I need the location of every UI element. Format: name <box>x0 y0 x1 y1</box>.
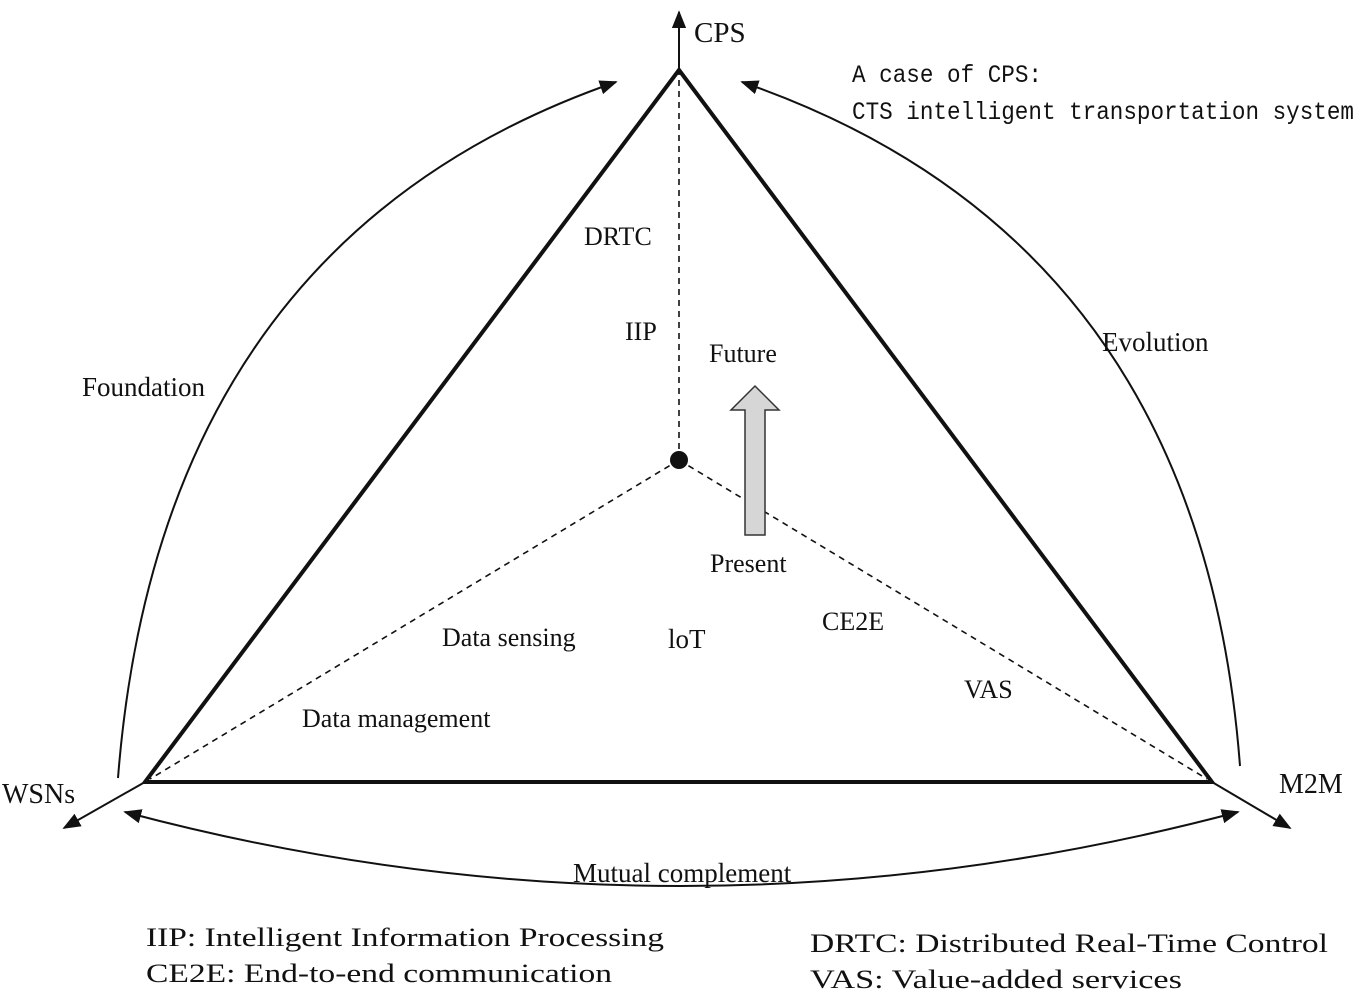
dashed-line-to-m2m <box>678 459 1208 780</box>
m2m-axis-arrow <box>1211 781 1292 829</box>
vas-label: VAS <box>964 675 1013 704</box>
case-note-line-2: CTS intelligent transportation system <box>852 98 1354 127</box>
mutual-complement-arc <box>123 809 1240 887</box>
data-management-label: Data management <box>302 704 491 733</box>
dashed-line-to-wsns <box>149 459 680 780</box>
present-label: Present <box>710 549 787 578</box>
legend-ce2e: CE2E: End-to-end communication <box>146 959 612 988</box>
mutual-complement-label: Mutual complement <box>573 858 792 888</box>
future-label: Future <box>709 339 777 368</box>
vertex-label-m2m: M2M <box>1279 769 1343 800</box>
vertex-label-wsns: WSNs <box>2 779 75 810</box>
wsns-axis-arrow <box>62 781 146 829</box>
drtc-label: DRTC <box>584 222 652 251</box>
foundation-label: Foundation <box>82 372 206 402</box>
legend-vas: VAS: Value-added services <box>810 965 1182 992</box>
foundation-arc <box>117 80 618 779</box>
evolution-label: Evolution <box>1102 327 1209 357</box>
present-to-future-arrow <box>729 384 781 536</box>
legend-drtc: DRTC: Distributed Real-Time Control <box>810 929 1328 958</box>
evolution-arc <box>740 80 1241 767</box>
center-point <box>670 451 688 469</box>
legend-iip: IIP: Intelligent Information Processing <box>146 923 664 952</box>
ce2e-label: CE2E <box>822 607 884 636</box>
data-sensing-label: Data sensing <box>442 623 576 652</box>
main-triangle <box>141 66 1216 784</box>
iot-label: loT <box>668 624 706 654</box>
iip-label: IIP <box>625 317 657 346</box>
case-note-line-1: A case of CPS: <box>852 61 1042 90</box>
vertex-label-cps: CPS <box>694 17 746 49</box>
